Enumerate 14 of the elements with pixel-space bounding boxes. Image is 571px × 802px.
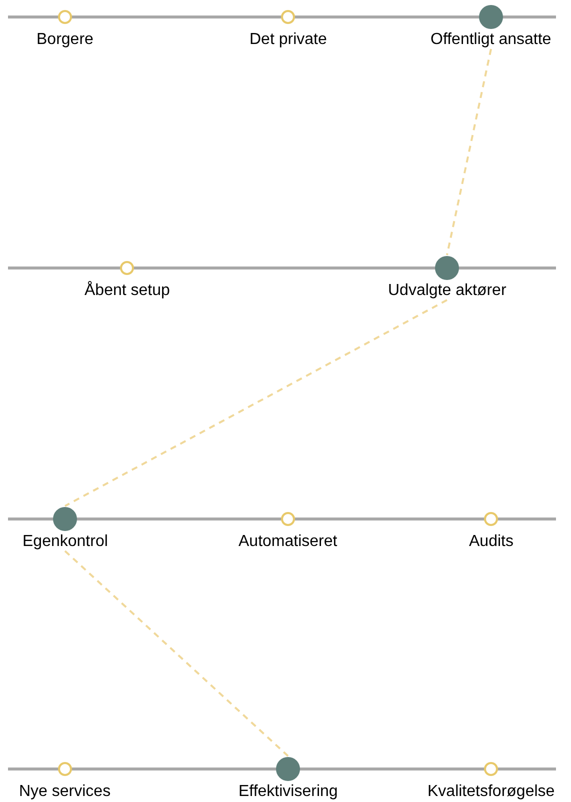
point-label: Det private [250, 31, 327, 49]
point-label: Audits [469, 533, 514, 551]
point-label: Offentligt ansatte [430, 31, 552, 49]
point-label: Udvalgte aktører [388, 282, 506, 300]
dashed-connector [64, 299, 448, 507]
point-label: Borgere [36, 31, 94, 49]
point-label: Effektivisering [238, 783, 338, 801]
point-label: Åbent setup [84, 282, 170, 300]
dashed-connector [64, 550, 289, 757]
point-label: Automatiseret [238, 533, 338, 551]
point-label: Nye services [19, 783, 111, 801]
dashed-connector [446, 48, 492, 256]
point-label: Kvalitetsforøgelse [428, 783, 555, 801]
point-label: Egenkontrol [22, 533, 108, 551]
